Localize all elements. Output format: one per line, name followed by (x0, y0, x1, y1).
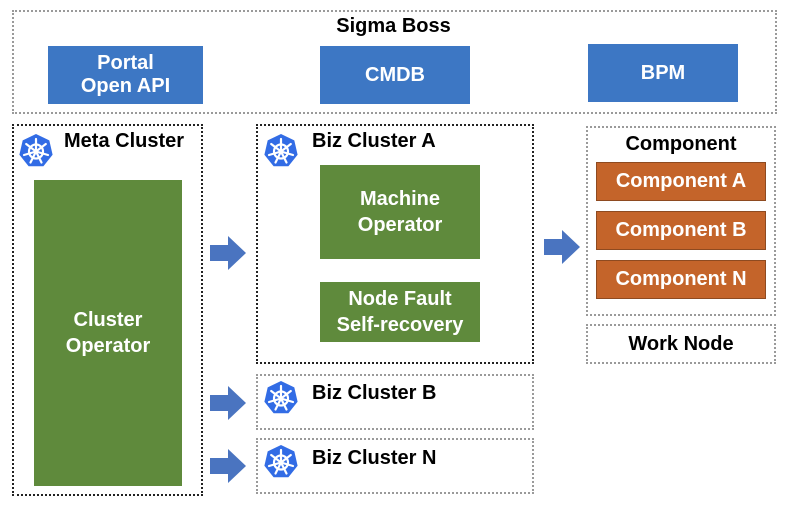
work-node-label: Work Node (628, 333, 734, 355)
meta-cluster-panel (12, 124, 203, 496)
sigma-boss-panel (12, 10, 777, 114)
biz-cluster-b-panel (256, 374, 534, 430)
biz-cluster-a-panel (256, 124, 534, 364)
component-a-box: Component A (596, 162, 766, 201)
kubernetes-icon (264, 381, 298, 414)
machine-operator-box: Machine Operator (320, 165, 480, 259)
component-n-box: Component N (596, 260, 766, 299)
right-arrow-icon (210, 386, 246, 420)
node-fault-self-recovery-box: Node Fault Self-recovery (320, 282, 480, 342)
biz-cluster-n-panel (256, 438, 534, 494)
kubernetes-icon (264, 445, 298, 478)
bpm-box: BPM (588, 44, 738, 102)
work-node-panel (586, 324, 776, 364)
kubernetes-icon (264, 134, 298, 167)
biz-cluster-n-title: Biz Cluster N (312, 447, 437, 469)
portal-open-api-box: Portal Open API (48, 46, 203, 104)
right-arrow-icon (544, 230, 580, 264)
component-b-box: Component B (596, 211, 766, 250)
component-panel (586, 126, 776, 316)
right-arrow-icon (210, 449, 246, 483)
sigma-boss-title: Sigma Boss (336, 15, 451, 37)
kubernetes-icon (19, 134, 53, 167)
component-title: Component (625, 133, 737, 155)
biz-cluster-a-title: Biz Cluster A (312, 130, 436, 152)
cmdb-box: CMDB (320, 46, 470, 104)
biz-cluster-b-title: Biz Cluster B (312, 382, 437, 404)
cluster-operator-box: Cluster Operator (34, 180, 182, 486)
right-arrow-icon (210, 236, 246, 270)
meta-cluster-title: Meta Cluster (64, 130, 185, 152)
